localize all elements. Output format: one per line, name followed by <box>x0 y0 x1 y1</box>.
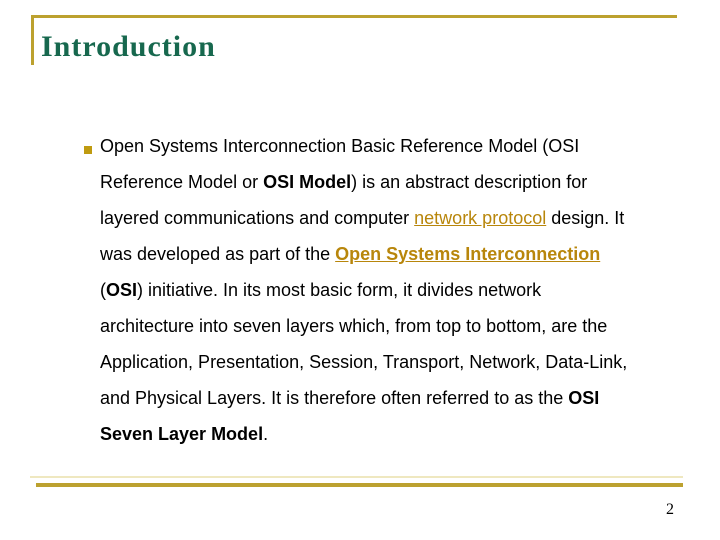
text-line: and Physical Layers. It is therefore oft… <box>100 380 700 416</box>
text-run: Open Systems Interconnection Basic Refer… <box>100 136 580 156</box>
text-run: OSI <box>568 388 600 408</box>
slide-title: Introduction <box>41 30 216 63</box>
body-text-lines: Open Systems Interconnection Basic Refer… <box>100 128 700 452</box>
text-run: Reference Model or <box>100 172 264 192</box>
text-line: Application, Presentation, Session, Tran… <box>100 344 700 380</box>
header-top-rule <box>31 15 677 18</box>
text-run: Application, Presentation, Session, Tran… <box>100 352 628 372</box>
body-text: Open Systems Interconnection Basic Refer… <box>100 128 700 452</box>
page-number: 2 <box>666 501 674 518</box>
text-line: layered communications and computer netw… <box>100 200 700 236</box>
text-line: architecture into seven layers which, fr… <box>100 308 700 344</box>
hyperlink[interactable]: Open Systems Interconnection <box>335 244 601 264</box>
text-line: Open Systems Interconnection Basic Refer… <box>100 128 700 164</box>
text-line: Reference Model or OSI Model) is an abst… <box>100 164 700 200</box>
text-run: layered communications and computer <box>100 208 415 228</box>
hyperlink[interactable]: network protocol <box>414 208 547 228</box>
text-run: . <box>263 424 269 444</box>
text-run: OSI <box>106 280 138 300</box>
text-line: (OSI) initiative. In its most basic form… <box>100 272 700 308</box>
header-left-rule <box>31 15 34 65</box>
text-run: and Physical Layers. It is therefore oft… <box>100 388 569 408</box>
text-line: was developed as part of the Open System… <box>100 236 700 272</box>
text-run: OSI Model <box>263 172 352 192</box>
text-run: ( <box>100 280 106 300</box>
text-run: ) initiative. In its most basic form, it… <box>137 280 542 300</box>
footer-thin-rule <box>30 476 683 478</box>
text-line: Seven Layer Model. <box>100 416 700 452</box>
square-bullet-icon <box>84 146 92 154</box>
text-run: design. It <box>546 208 625 228</box>
text-run: Seven Layer Model <box>100 424 264 444</box>
text-run: architecture into seven layers which, fr… <box>100 316 608 336</box>
footer-thick-rule <box>36 483 683 487</box>
text-run: was developed as part of the <box>100 244 336 264</box>
text-run: ) is an abstract description for <box>351 172 588 192</box>
